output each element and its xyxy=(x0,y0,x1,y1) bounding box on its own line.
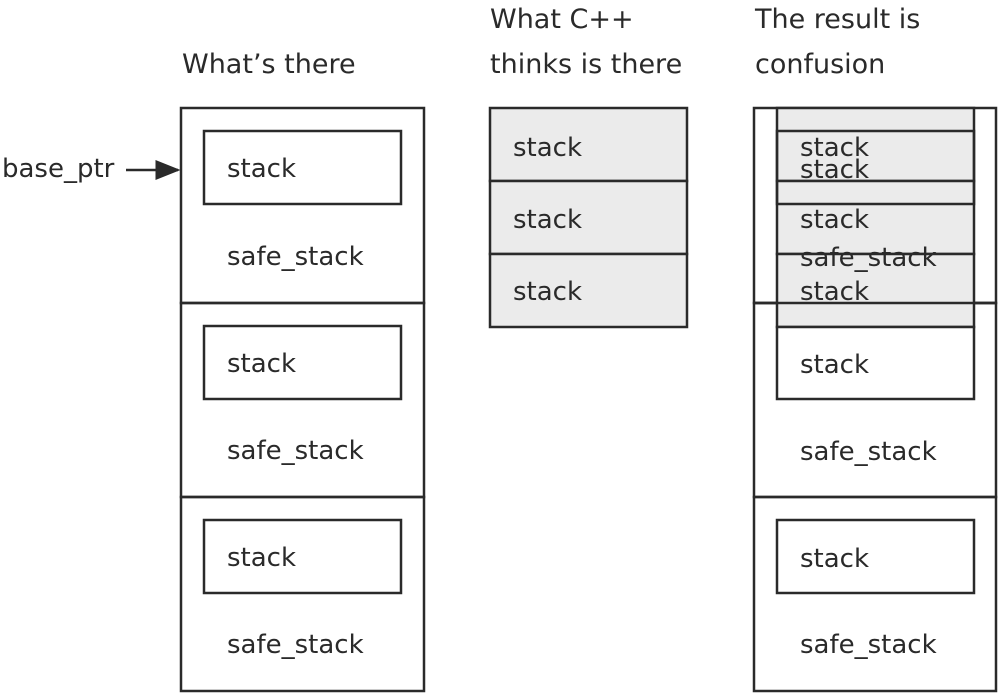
real-stack-box-3 xyxy=(775,518,976,595)
result-safe-stack-block-3 xyxy=(752,495,998,693)
real-stack-box-1 xyxy=(775,129,976,206)
left-column: stack safe_stack stack safe_stack stack … xyxy=(179,106,426,693)
safe-stack-label-2: safe_stack xyxy=(227,436,364,466)
real-stack-box-2 xyxy=(775,325,976,401)
overlay-stack-box-3 xyxy=(775,252,976,329)
real-stack-label-2: stack xyxy=(800,350,869,380)
cpp-stack-label-1: stack xyxy=(513,133,582,163)
heading-whats-there: What’s there xyxy=(182,49,356,80)
overlay-stack-box-2 xyxy=(775,179,976,256)
real-safe-stack-label-2: safe_stack xyxy=(800,437,937,467)
real-safe-stack-label-3: safe_stack xyxy=(800,630,937,660)
middle-column: stack stack stack xyxy=(488,106,689,329)
real-safe-stack-label-1: safe_stack xyxy=(800,243,937,273)
overlay-stack-label-1: stack xyxy=(800,133,869,163)
safe-stack-label-3: safe_stack xyxy=(227,630,364,660)
overlay-stack-box-1 xyxy=(775,106,976,183)
base-ptr-label: base_ptr xyxy=(2,154,115,184)
heading-result-line2: confusion xyxy=(755,49,885,80)
safe-stack-block-3 xyxy=(179,495,426,693)
cpp-stack-box-1 xyxy=(488,106,689,183)
heading-what-cpp-line1: What C++ xyxy=(490,4,634,35)
cpp-stack-label-2: stack xyxy=(513,205,582,235)
right-column: stack stack stack safe_stack stack stack… xyxy=(752,106,998,693)
stack-box-2 xyxy=(202,324,403,401)
safe-stack-label-1: safe_stack xyxy=(227,242,364,272)
cpp-stack-box-2 xyxy=(488,179,689,256)
stack-box-3 xyxy=(202,518,403,595)
stack-label-2: stack xyxy=(227,349,296,379)
heading-what-cpp-line2: thinks is there xyxy=(490,49,682,80)
overlay-stack-label-2: stack xyxy=(800,205,869,235)
stack-label-3: stack xyxy=(227,543,296,573)
overlay-stack-label-3: stack xyxy=(800,277,869,307)
cpp-stack-label-3: stack xyxy=(513,277,582,307)
real-stack-label-3: stack xyxy=(800,544,869,574)
stack-box-1 xyxy=(202,129,403,206)
heading-result-line1: The result is xyxy=(754,4,920,35)
real-stack-label-1: stack xyxy=(800,155,869,185)
stack-label-1: stack xyxy=(227,154,296,184)
cpp-stack-box-3 xyxy=(488,252,689,329)
